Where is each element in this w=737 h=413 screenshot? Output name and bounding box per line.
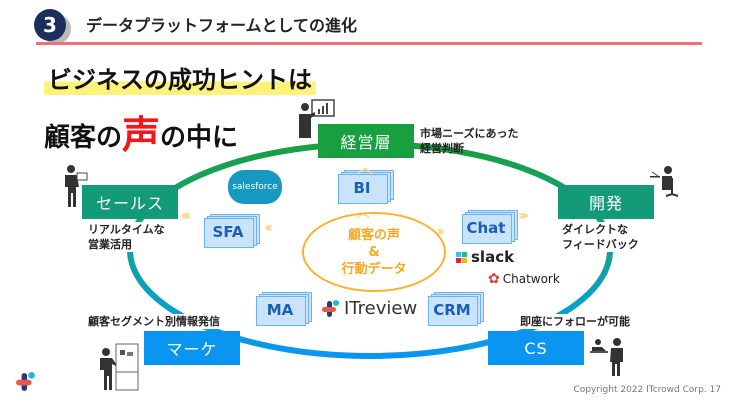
headline-before: 顧客の [44,123,123,153]
role-development: 開発 [558,185,654,219]
copyright-text: Copyright 2022 ITcrowd Corp. 17 [573,385,722,395]
header-divider [36,42,702,45]
tool-crm: CRM [428,292,484,326]
tool-chat: Chat [462,210,518,244]
role-marketing: マーケ [144,331,240,365]
role-sales: セールス [82,185,178,219]
booth-staff-icon [100,343,139,391]
slack-logo: slack [456,248,514,266]
chatwork-icon: ✿ [488,271,500,287]
headline-line1: ビジネスの成功ヒントは [44,60,316,95]
section-title: データプラットフォームとしての進化 [86,16,358,35]
customer-voice-core: 顧客の声 & 行動データ [302,212,446,292]
section-number-badge: 3 [34,9,66,41]
arrow-right-icon: ›››› [518,208,529,224]
developer-icon [650,166,679,197]
headline-line2: 顧客の声の中に [44,104,238,159]
tool-bi: BI [338,170,394,204]
marketing-note: 顧客セグメント別情報発信 [88,314,220,329]
support-staff-icon [590,338,623,376]
role-cs: CS [488,331,584,365]
tool-sfa: SFA [204,214,260,248]
headline-emphasis: 声 [122,113,161,157]
development-note: ダイレクトな フィードバック [562,222,639,252]
slack-icon [456,251,467,263]
arrow-left-icon: ‹‹‹‹ [180,208,191,224]
chatwork-logo: ✿ Chatwork [488,271,560,287]
salesperson-icon [65,165,88,207]
arrow-right-icon: ››› [436,224,446,240]
salesforce-logo: salesforce [228,170,282,204]
company-logo-icon [16,372,35,391]
cs-note: 即座にフォローが可能 [520,314,630,329]
headline-after: の中に [160,123,239,153]
itreview-logo: ITreview [322,298,417,319]
arrow-up-icon: ︿ [358,160,372,176]
presenter-icon [299,99,335,138]
itreview-icon [322,299,339,317]
management-note: 市場ニーズにあった 経営判断 [420,127,519,155]
tool-ma: MA [256,292,312,326]
role-management: 経営層 [318,124,414,158]
arrow-left-icon: ‹‹‹ [264,220,274,236]
sales-note: リアルタイムな 営業活用 [88,222,165,252]
